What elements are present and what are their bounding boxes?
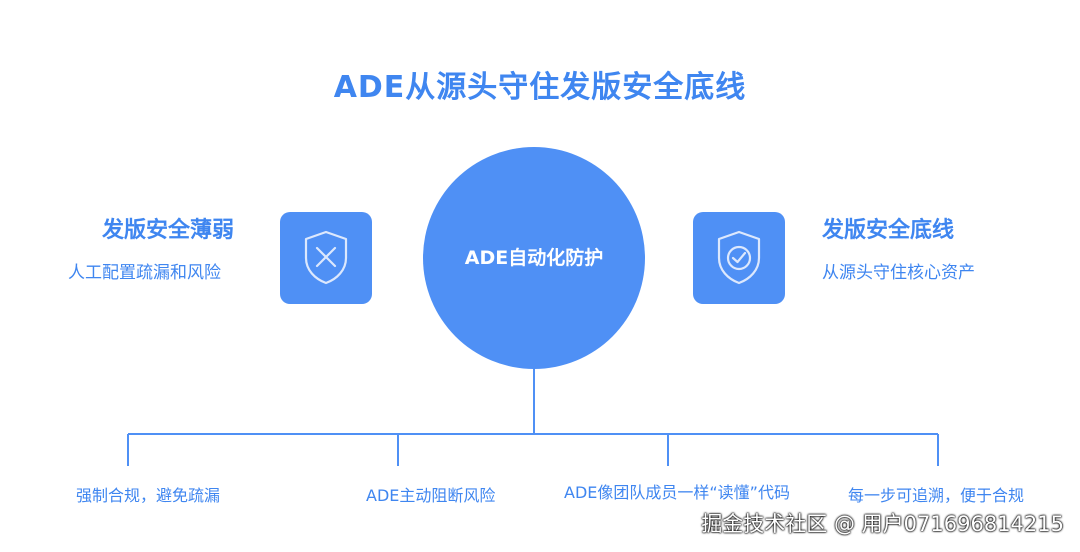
bottom-item-1: 强制合规，避免疏漏 [76, 486, 221, 505]
watermark: 掘金技术社区 @ 用户071696814215 [701, 512, 1064, 536]
left-icon-box [280, 212, 372, 304]
right-title: 发版安全底线 [822, 218, 955, 243]
bottom-item-3: ADE像团队成员一样“读懂”代码 [564, 483, 790, 502]
right-subtitle: 从源头守住核心资产 [822, 263, 975, 283]
left-title: 发版安全薄弱 [102, 218, 235, 243]
center-label: ADE自动化防护 [464, 247, 604, 269]
bottom-item-2: ADE主动阻断风险 [366, 486, 496, 505]
shield-x-icon [304, 230, 348, 285]
left-subtitle: 人工配置疏漏和风险 [68, 263, 221, 283]
shield-check-icon [717, 230, 761, 285]
right-icon-box [693, 212, 785, 304]
center-node: ADE自动化防护 [423, 147, 645, 369]
diagram-title: ADE从源头守住发版安全底线 [333, 70, 747, 105]
bottom-item-4: 每一步可追溯，便于合规 [848, 486, 1025, 505]
